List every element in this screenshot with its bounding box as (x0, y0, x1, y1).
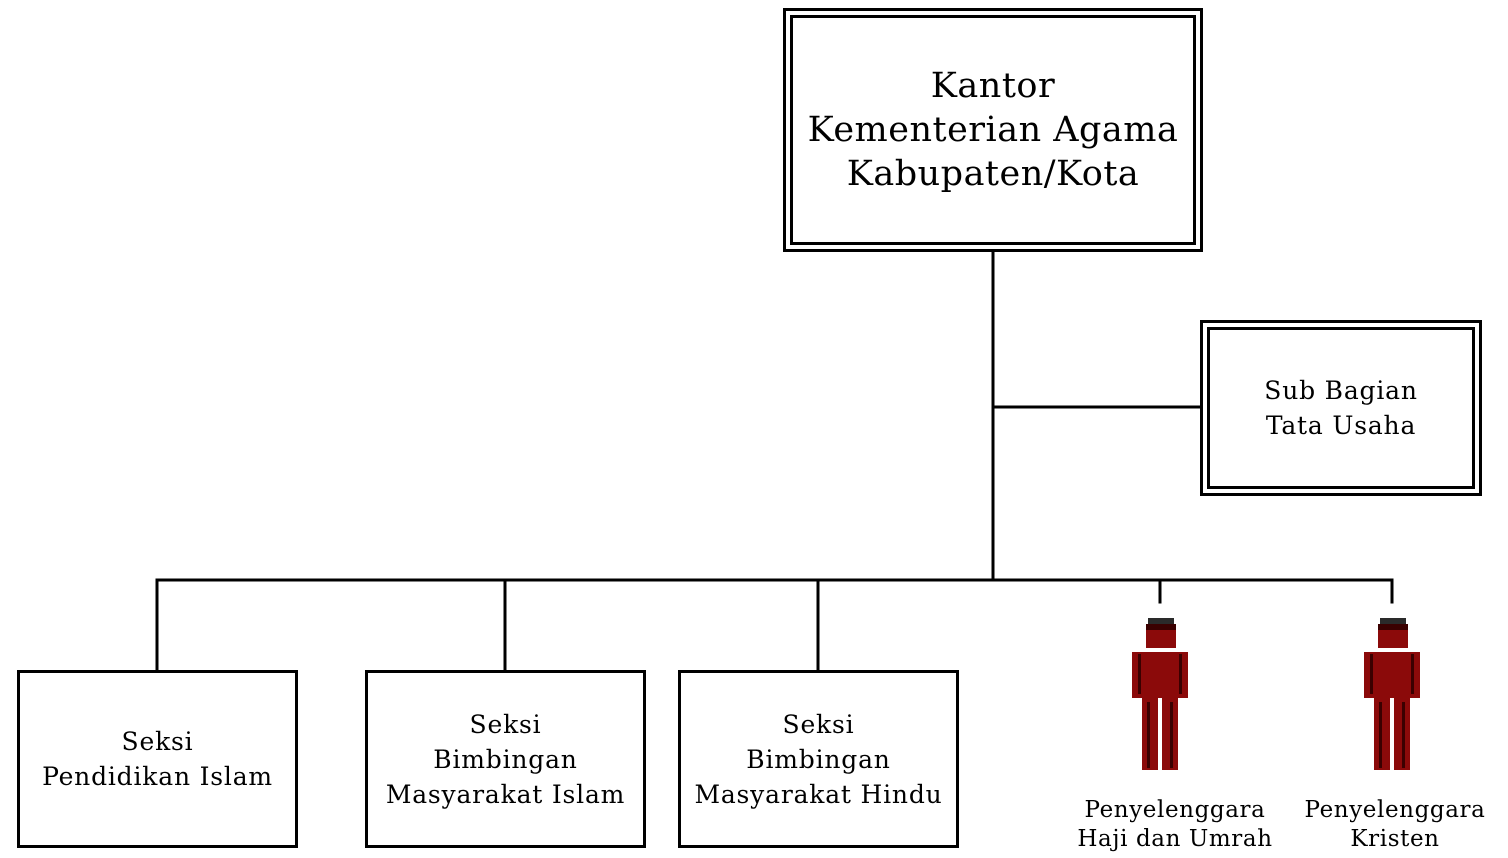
seksi-bimas-hindu-box: Seksi Bimbingan Masyarakat Hindu (678, 670, 959, 848)
person-icon (1364, 618, 1420, 770)
seksi-pendidikan-islam-box: Seksi Pendidikan Islam (17, 670, 298, 848)
penyelenggara-haji-umrah-label: Penyelenggara Haji dan Umrah (1077, 797, 1273, 852)
seksi-bimas-hindu-label: Seksi Bimbingan Masyarakat Hindu (694, 709, 943, 809)
sub-bagian-tata-usaha-box: Sub Bagian Tata Usaha (1200, 320, 1482, 496)
sub-bagian-tata-usaha-label: Sub Bagian Tata Usaha (1264, 376, 1418, 440)
kantor-kemenag-label: Kantor Kementerian Agama Kabupaten/Kota (807, 66, 1179, 194)
penyelenggara-kristen-label: Penyelenggara Kristen (1304, 797, 1486, 852)
person-icon (1132, 618, 1188, 770)
seksi-pendidikan-islam-label: Seksi Pendidikan Islam (42, 727, 273, 791)
kantor-kemenag-box: Kantor Kementerian Agama Kabupaten/Kota (783, 8, 1203, 252)
seksi-bimas-islam-box: Seksi Bimbingan Masyarakat Islam (365, 670, 646, 848)
seksi-bimas-islam-label: Seksi Bimbingan Masyarakat Islam (385, 709, 626, 809)
